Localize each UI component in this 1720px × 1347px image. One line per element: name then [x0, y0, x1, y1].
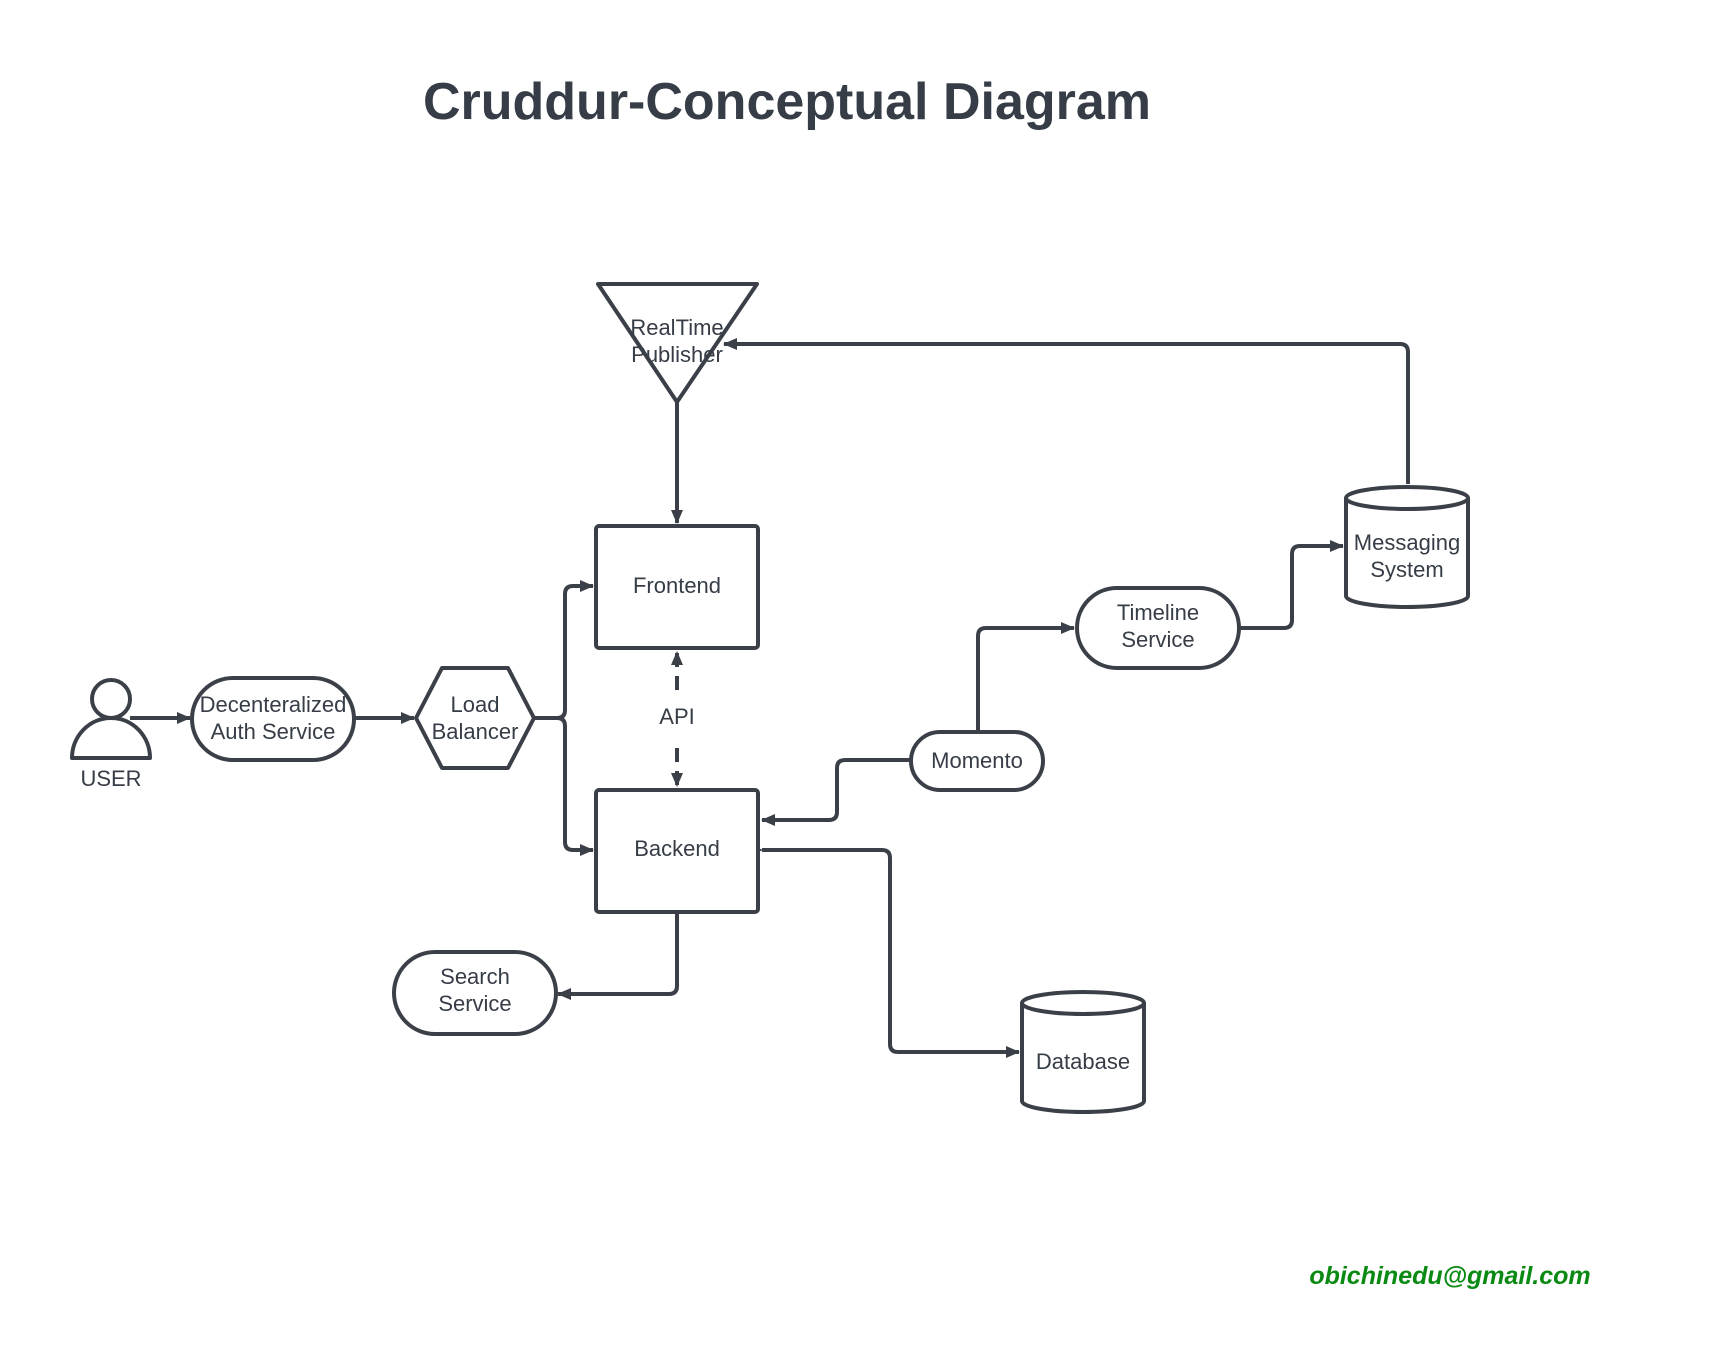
- connector-loadbalancer-backend: [556, 716, 594, 856]
- connector-backend-momento: [761, 754, 925, 826]
- connector-messaging-publisher: [723, 338, 1410, 484]
- momento-label: Momento: [931, 748, 1023, 773]
- load-balancer-label-line2: Balancer: [432, 719, 519, 744]
- backend-label: Backend: [634, 836, 720, 861]
- author-email: obichinedu@gmail.com: [1309, 1262, 1591, 1290]
- timeline-service-label-line1: Timeline: [1117, 600, 1199, 625]
- search-service-node[interactable]: Search Service: [392, 950, 558, 1036]
- database-node[interactable]: Database: [1020, 990, 1146, 1114]
- user-label: USER: [80, 766, 141, 791]
- api-label: API: [659, 704, 694, 729]
- timeline-service-node[interactable]: Timeline Service: [1075, 586, 1241, 670]
- search-service-label-line2: Service: [438, 991, 511, 1016]
- publisher-label-line1: RealTime: [630, 315, 723, 340]
- connector-momento-timeline: [976, 622, 1075, 730]
- publisher-label-line2: Publisher: [631, 342, 723, 367]
- frontend-label: Frontend: [633, 573, 721, 598]
- database-label: Database: [1036, 1049, 1130, 1074]
- momento-node[interactable]: Momento: [909, 730, 1045, 792]
- person-icon: [70, 678, 152, 760]
- backend-node[interactable]: Backend: [594, 788, 760, 914]
- messaging-system-label-line2: System: [1370, 557, 1443, 582]
- connector-loadbalancer-frontend: [534, 580, 594, 720]
- frontend-node[interactable]: Frontend: [594, 524, 760, 650]
- connector-backend-database: [749, 844, 1020, 1058]
- user-node[interactable]: USER: [70, 678, 152, 791]
- realtime-publisher-node[interactable]: RealTime Publisher: [596, 282, 759, 404]
- auth-service-label-line1: Decenteralized: [200, 692, 347, 717]
- messaging-system-node[interactable]: Messaging System: [1344, 485, 1470, 609]
- auth-service-node[interactable]: Decenteralized Auth Service: [190, 676, 356, 762]
- messaging-system-label-line1: Messaging: [1354, 530, 1460, 555]
- timeline-service-label-line2: Service: [1121, 627, 1194, 652]
- load-balancer-label-line1: Load: [451, 692, 500, 717]
- load-balancer-node[interactable]: Load Balancer: [414, 666, 536, 770]
- connector-timeline-messaging: [1240, 540, 1344, 630]
- search-service-label-line1: Search: [440, 964, 510, 989]
- connector-backend-search: [557, 901, 683, 1000]
- auth-service-label-line2: Auth Service: [211, 719, 336, 744]
- diagram-title: Cruddur-Conceptual Diagram: [422, 73, 1152, 131]
